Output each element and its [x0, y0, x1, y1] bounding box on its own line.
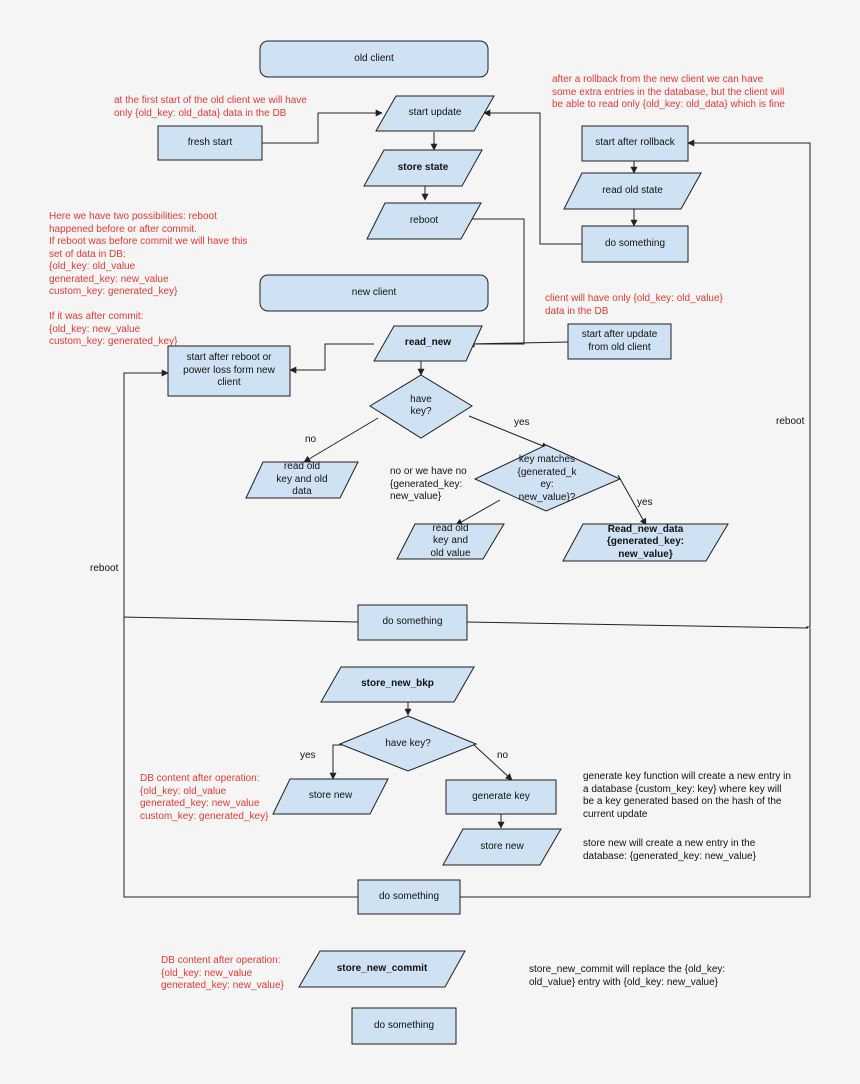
edge-read-new-to-reboot-box: [289, 343, 374, 374]
start-after-rollback-box: [581, 125, 689, 162]
read-old-key-data-para: [245, 461, 359, 499]
edge-do-something-to-start-update: [483, 109, 582, 245]
start-after-reboot-box: [167, 345, 291, 397]
do-something-top-box: [581, 225, 689, 263]
note-client-only: client will have only {old_key: old_valu…: [545, 293, 723, 317]
reboot-para: [366, 202, 482, 240]
store-new-2-para: [442, 828, 562, 866]
do-something-lower-box: [357, 879, 461, 915]
read-old-key-value-para: [396, 523, 505, 560]
connector-lines: [123, 109, 811, 898]
store-new-bkp-para: [320, 666, 475, 703]
note-rollback: after a rollback from the new client we …: [552, 74, 785, 110]
store-new-commit-para: [298, 950, 466, 988]
edge-key-matches-yes: [617, 474, 647, 526]
have-key-2-diamond: [338, 715, 478, 772]
edge-have-key2-no: [473, 744, 513, 781]
generate-key-box: [445, 779, 557, 815]
edge-reboot-left-loop: [123, 369, 358, 898]
edge-lower-do-to-right: [460, 628, 811, 898]
read-new-para: [373, 325, 483, 362]
new-client-terminal: [259, 274, 489, 312]
edge-have-key-no: [303, 417, 379, 463]
edge-label-yes-3: yes: [300, 750, 316, 761]
note-first-start: at the first start of the old client we …: [114, 95, 307, 119]
edge-label-reboot-left: reboot: [90, 563, 119, 574]
note-db-after-bkp: DB content after operation: {old_key: ol…: [140, 773, 269, 822]
fresh-start-box: [157, 125, 263, 161]
edge-have-key-yes: [468, 415, 549, 449]
edge-reboot-right-to-rollback: [687, 139, 811, 628]
edge-key-matches-no: [455, 499, 501, 526]
divider-right: [466, 621, 809, 629]
edge-label-yes-2: yes: [637, 497, 653, 508]
key-matches-diamond: [473, 444, 622, 512]
start-update-para: [375, 95, 495, 132]
have-key-1-diamond: [369, 374, 473, 439]
edge-label-yes-1: yes: [514, 417, 530, 428]
note-generate-key-fn: generate key function will create a new …: [583, 771, 791, 820]
old-client-terminal: [259, 40, 489, 78]
note-two-possibilities: Here we have two possibilities: reboot h…: [49, 211, 248, 347]
note-store-new-fn: store new will create a new entry in the…: [583, 838, 756, 862]
start-after-update-box: [567, 323, 672, 360]
edge-label-no-3: no: [497, 750, 509, 761]
note-commit-fn: store_new_commit will replace the {old_k…: [529, 964, 726, 988]
store-new-1-para: [272, 778, 389, 815]
divider-left: [123, 616, 359, 623]
edge-label-no-1: no: [305, 434, 317, 445]
read-old-state-para: [563, 172, 702, 210]
edge-label-reboot-right: reboot: [776, 416, 805, 427]
edge-reboot-to-read-new: [462, 218, 525, 348]
note-db-after-commit: DB content after operation: {old_key: ne…: [161, 955, 284, 991]
edge-update-to-read-new: [467, 340, 569, 348]
store-state-para: [363, 149, 483, 187]
edge-fresh-to-start-update: [262, 109, 383, 144]
edge-label-no-or: no or we have no {generated_key: new_val…: [390, 466, 467, 502]
do-something-mid-box: [357, 604, 468, 641]
read-new-data-para: [562, 523, 729, 562]
edge-have-key2-yes: [329, 744, 342, 780]
do-something-bottom-box: [351, 1007, 457, 1045]
